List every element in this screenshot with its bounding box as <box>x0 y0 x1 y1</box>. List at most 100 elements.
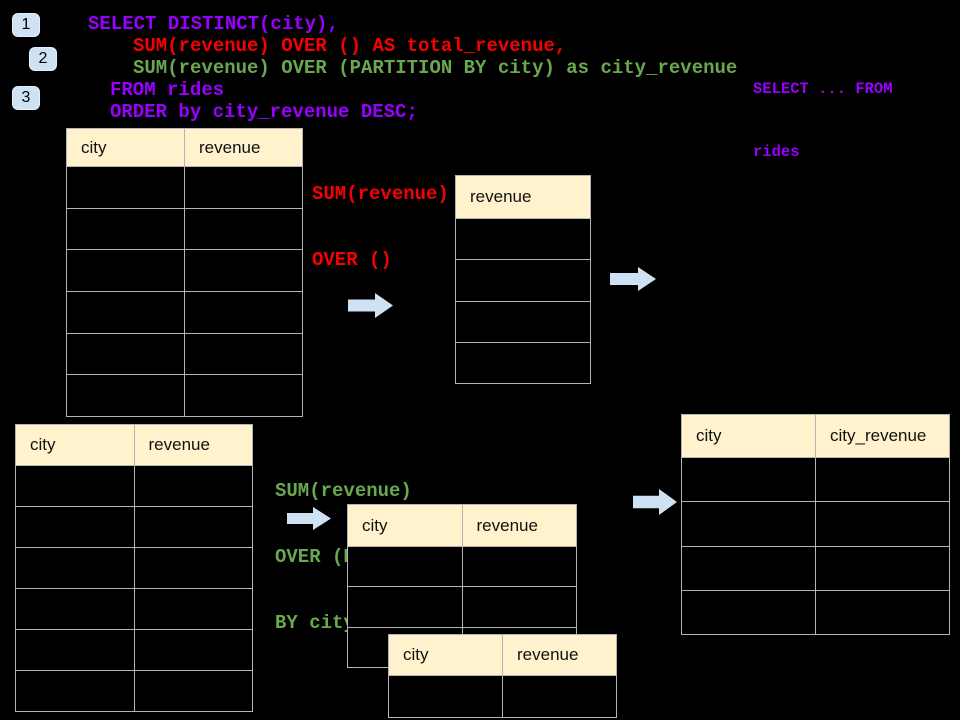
table-row <box>67 208 302 251</box>
column-header-revenue: revenue <box>148 435 210 454</box>
table-row <box>456 219 590 261</box>
sql-line-order: ORDER by city_revenue DESC; <box>110 101 418 123</box>
annotation-total-line-1: SUM(revenue) <box>312 183 449 205</box>
table-cell <box>16 589 135 629</box>
table-cell <box>16 548 135 588</box>
table-row <box>682 546 949 591</box>
table-row <box>67 333 302 376</box>
table-body <box>682 458 949 634</box>
side-note-line-2: rides <box>753 143 800 161</box>
table-cell <box>816 502 949 545</box>
table-row <box>682 458 949 503</box>
table-cell <box>503 676 616 717</box>
table-cell <box>67 208 185 250</box>
table-row <box>348 587 577 628</box>
table-body <box>456 219 590 383</box>
table-cell <box>67 250 185 292</box>
column-header-revenue: revenue <box>517 645 579 664</box>
table-cell <box>135 548 253 588</box>
table-cell <box>389 676 503 717</box>
table-cell <box>135 466 253 506</box>
table-source-top: city revenue <box>66 128 303 417</box>
table-cell <box>16 630 135 670</box>
arrow-right-icon <box>287 507 331 530</box>
table-cell <box>185 250 302 291</box>
table-cell <box>67 167 185 208</box>
table-cell <box>135 589 253 629</box>
table-source-bottom: city revenue <box>15 424 253 712</box>
table-row <box>67 167 302 209</box>
table-header-row: city revenue <box>348 505 576 547</box>
column-header-city-revenue: city_revenue <box>830 426 927 445</box>
table-row <box>67 375 302 417</box>
table-cell <box>816 458 949 501</box>
table-header-row: city city_revenue <box>682 415 949 458</box>
table-cell <box>456 219 590 259</box>
column-header-revenue: revenue <box>199 137 261 157</box>
table-row <box>16 630 252 671</box>
step-badge-1: 1 <box>12 13 40 37</box>
table-cell <box>135 671 253 711</box>
table-row <box>389 676 616 717</box>
table-row <box>456 343 590 383</box>
table-cell <box>463 587 577 626</box>
column-header-city: city <box>348 505 463 546</box>
table-row <box>67 250 302 293</box>
table-body <box>389 676 616 717</box>
arrow-right-icon <box>348 293 393 318</box>
column-header-city: city <box>682 415 816 457</box>
annotation-total-line-2: OVER () <box>312 249 392 271</box>
table-total-revenue-result: revenue <box>455 175 591 384</box>
table-cell <box>185 167 302 208</box>
table-row <box>16 589 252 630</box>
table-row <box>67 292 302 334</box>
table-cell <box>16 466 135 506</box>
table-row <box>456 302 590 343</box>
step-badge-2: 2 <box>29 47 57 71</box>
table-city-revenue-result: city city_revenue <box>681 414 950 635</box>
column-header-city: city <box>16 425 135 465</box>
table-cell <box>67 292 185 333</box>
table-cell <box>682 502 816 546</box>
table-header-row: city revenue <box>389 635 616 676</box>
sql-line-partition: SUM(revenue) OVER (PARTITION BY city) as… <box>133 57 738 79</box>
column-header-city: city <box>389 635 503 675</box>
table-cell <box>456 302 590 342</box>
table-header-row: city revenue <box>16 425 252 466</box>
table-cell <box>348 547 463 587</box>
table-row <box>16 671 252 711</box>
sql-line-from: FROM rides <box>110 79 225 101</box>
column-header-city: city <box>67 129 185 166</box>
annotation-partition-line-1: SUM(revenue) <box>275 480 412 502</box>
table-cell <box>185 375 302 416</box>
table-cell <box>816 591 949 634</box>
table-cell <box>67 333 185 375</box>
step-badge-3: 3 <box>12 86 40 110</box>
table-row <box>682 502 949 547</box>
table-cell <box>816 547 949 590</box>
sql-line-select: SELECT DISTINCT(city), <box>88 13 339 35</box>
table-row <box>16 548 252 589</box>
table-header-row: city revenue <box>67 129 302 167</box>
table-row <box>16 507 252 548</box>
column-header-revenue: revenue <box>470 187 532 206</box>
table-cell <box>67 375 185 417</box>
column-header-revenue: revenue <box>476 515 538 535</box>
arrow-right-icon <box>610 267 656 291</box>
table-row <box>348 547 576 588</box>
arrow-right-icon <box>633 489 677 515</box>
table-cell <box>135 630 253 670</box>
table-cell <box>185 292 302 333</box>
table-cell <box>16 507 135 547</box>
table-cell <box>456 343 590 383</box>
table-cell <box>135 507 253 547</box>
side-note-line-1: SELECT ... FROM <box>753 80 893 98</box>
table-cell <box>185 334 302 375</box>
table-cell <box>682 458 816 502</box>
table-body <box>67 167 302 417</box>
table-partition-overlay: city revenue <box>388 634 617 718</box>
table-row <box>456 260 590 302</box>
side-note: SELECT ... FROM rides <box>753 37 893 205</box>
table-cell <box>348 587 463 627</box>
